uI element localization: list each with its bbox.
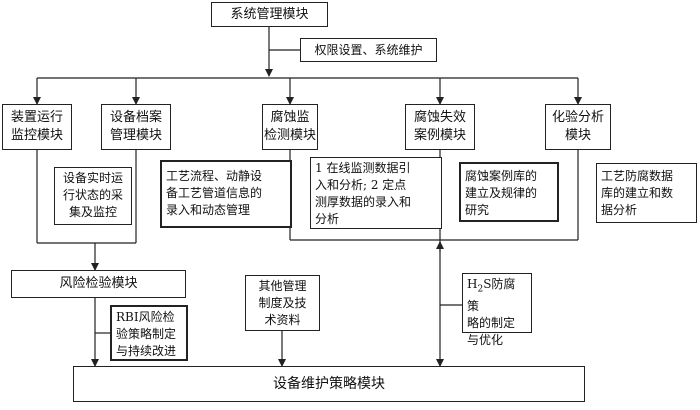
realtime-note: 设备实时运 行状态的采 集及监控 bbox=[54, 167, 132, 225]
equipment-archive-label: 设备档案 管理模块 bbox=[109, 110, 162, 143]
chemical-analysis-label: 化验分析 模块 bbox=[551, 110, 604, 143]
failure-case-module: 腐蚀失效 案例模块 bbox=[405, 104, 475, 150]
other-docs-label: 其他管理 制度及技 术资料 bbox=[258, 278, 307, 327]
case-library-note: 腐蚀案例库的 建立及规律的 研究 bbox=[459, 162, 559, 222]
maintenance-strategy-module: 设备维护策略模块 bbox=[73, 366, 585, 402]
risk-inspection-module: 风险检验模块 bbox=[11, 270, 186, 298]
maintenance-strategy-label: 设备维护策略模块 bbox=[273, 376, 385, 392]
device-monitor-label: 装置运行 监控模块 bbox=[10, 110, 63, 143]
corrosion-monitor-label: 腐蚀监 检测模块 bbox=[263, 110, 316, 143]
failure-case-label: 腐蚀失效 案例模块 bbox=[413, 110, 466, 143]
realtime-note-label: 设备实时运 行状态的采 集及监控 bbox=[62, 171, 123, 219]
process-anticorrosion-note: 工艺防腐数据 库的建立和数 据分析 bbox=[596, 163, 697, 223]
case-library-note-label: 腐蚀案例库的 建立及规律的 研究 bbox=[465, 169, 538, 217]
rbi-note-label: RBI风险检 验策略制定 与持续改进 bbox=[116, 310, 177, 358]
online-monitoring-note: 1 在线监测数据引 入和分析; 2 定点 测厚数据的录入和 分析 bbox=[310, 157, 442, 229]
permission-note: 权限设置、系统维护 bbox=[300, 38, 437, 62]
permission-note-label: 权限设置、系统维护 bbox=[314, 43, 423, 57]
chemical-analysis-module: 化验分析 模块 bbox=[545, 104, 611, 150]
process-anticorrosion-note-label: 工艺防腐数据 库的建立和数 据分析 bbox=[601, 169, 674, 217]
rbi-note: RBI风险检 验策略制定 与持续改进 bbox=[110, 305, 188, 361]
online-monitoring-note-label: 1 在线监测数据引 入和分析; 2 定点 测厚数据的录入和 分析 bbox=[315, 161, 412, 226]
device-monitor-module: 装置运行 监控模块 bbox=[2, 104, 72, 150]
system-management-module: 系统管理模块 bbox=[211, 2, 328, 27]
other-docs-box: 其他管理 制度及技 术资料 bbox=[245, 275, 320, 331]
system-management-label: 系统管理模块 bbox=[230, 6, 309, 22]
process-flow-note: 工艺流程、动静设 备工艺管道信息的 录入和动态管理 bbox=[160, 160, 292, 228]
h2s-strategy-label: H2S防腐策 略的制定 与优化 bbox=[467, 277, 516, 348]
risk-inspection-label: 风险检验模块 bbox=[59, 276, 138, 291]
equipment-archive-module: 设备档案 管理模块 bbox=[101, 104, 171, 150]
process-flow-note-label: 工艺流程、动静设 备工艺管道信息的 录入和动态管理 bbox=[166, 169, 263, 217]
h2s-strategy-note: H2S防腐策 略的制定 与优化 bbox=[462, 273, 532, 347]
corrosion-monitor-module: 腐蚀监 检测模块 bbox=[262, 104, 318, 150]
